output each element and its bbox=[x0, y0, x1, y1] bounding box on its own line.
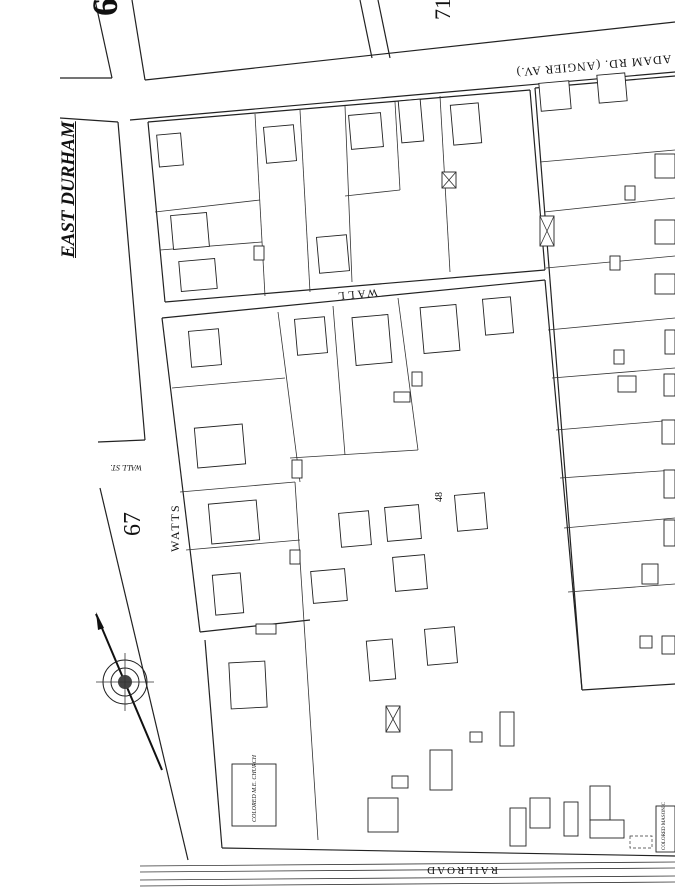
compass-rose-icon bbox=[95, 612, 163, 771]
masonic-label: COLORED MASONIC bbox=[662, 802, 667, 850]
railroad-tracks bbox=[139, 861, 675, 887]
street-label-watts: WATTS bbox=[168, 503, 182, 552]
sheet-number-top-mid: 71 bbox=[430, 0, 455, 20]
sheet-number-top-right: 6 bbox=[85, 0, 125, 16]
street-side-note: WALL ST. bbox=[110, 463, 142, 472]
church-building bbox=[231, 763, 277, 827]
district-name-label: EAST DURHAM bbox=[58, 121, 79, 258]
sheet-number-left: 67 bbox=[120, 512, 146, 536]
lot-number-label: 48 bbox=[434, 492, 445, 502]
masonic-building bbox=[655, 805, 675, 853]
buildings bbox=[156, 72, 675, 853]
lot-lines bbox=[154, 95, 675, 841]
church-label: COLORED M.E. CHURCH bbox=[252, 755, 258, 822]
street-label-railroad: RAILROAD bbox=[425, 864, 498, 876]
